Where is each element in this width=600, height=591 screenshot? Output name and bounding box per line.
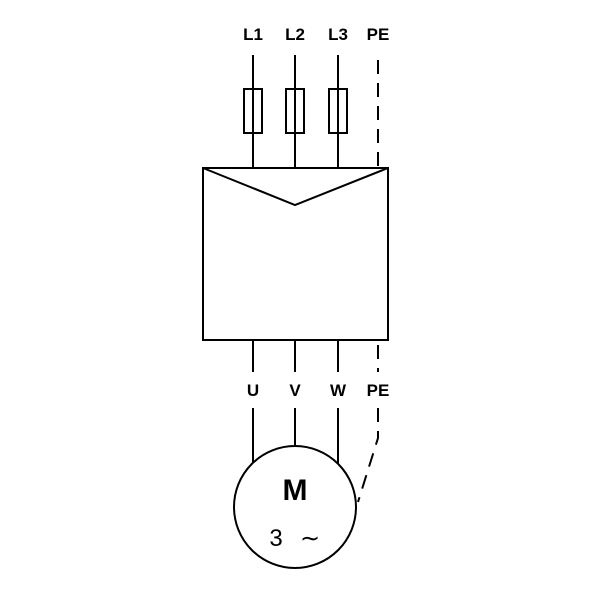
label-w: W xyxy=(330,381,347,400)
wire-output-pe-lower xyxy=(357,408,379,503)
motor-circle xyxy=(233,445,357,569)
motor-symbol: M xyxy=(283,474,308,507)
drive-box-chevron xyxy=(202,167,389,207)
ac-symbol-icon: ∼ xyxy=(300,524,320,552)
label-l1: L1 xyxy=(243,25,263,44)
label-l2: L2 xyxy=(285,25,305,44)
drive-box xyxy=(202,167,389,341)
label-l3: L3 xyxy=(328,25,348,44)
label-v: V xyxy=(289,381,301,400)
motor-phases: 3 xyxy=(269,525,282,552)
label-u: U xyxy=(247,381,259,400)
label-output-pe: PE xyxy=(367,381,390,400)
label-supply-pe: PE xyxy=(367,25,390,44)
